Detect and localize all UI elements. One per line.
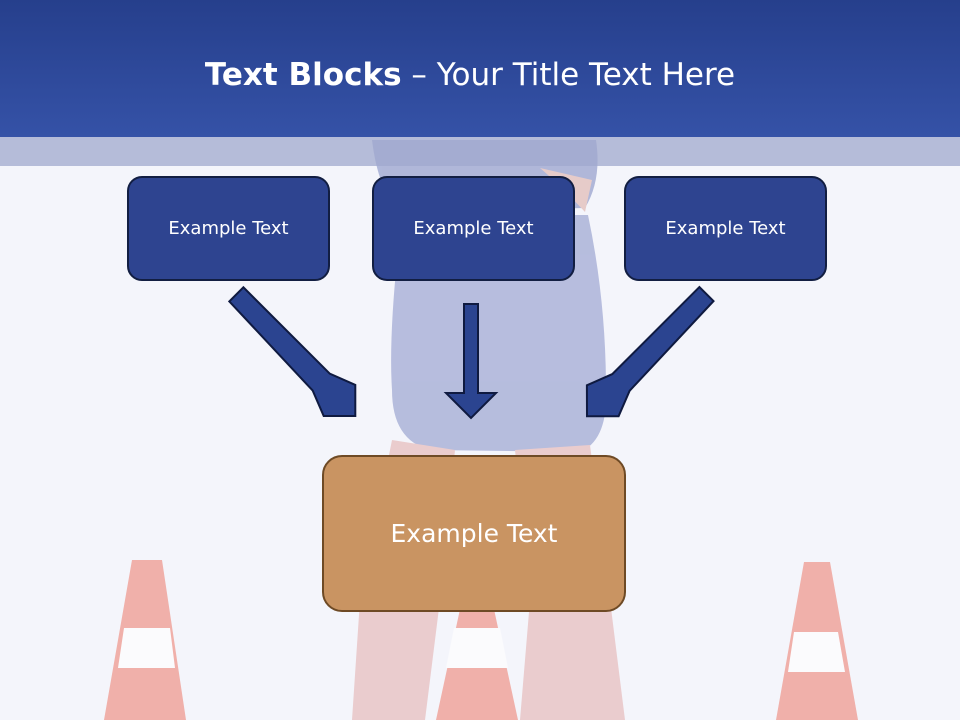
traffic-cone-center — [436, 600, 518, 720]
title-bold-part: Text Blocks — [204, 57, 402, 93]
result-block: Example Text — [322, 455, 626, 612]
text-block-left: Example Text — [127, 176, 330, 281]
text-block-center-label: Example Text — [413, 218, 534, 239]
title-dash: – — [401, 57, 437, 93]
title-bar — [0, 0, 960, 137]
text-block-right-label: Example Text — [665, 218, 786, 239]
arrow-right — [585, 285, 715, 418]
text-block-center: Example Text — [372, 176, 575, 281]
arrow-center — [443, 303, 499, 420]
title-rest-part: Your Title Text Here — [436, 57, 736, 93]
title-band — [0, 137, 960, 166]
traffic-cone-left — [104, 560, 186, 720]
arrow-left — [227, 285, 357, 417]
text-block-right: Example Text — [624, 176, 827, 281]
traffic-cone-right — [776, 562, 858, 720]
result-block-label: Example Text — [390, 519, 558, 548]
slide-title: Text Blocks – Your Title Text Here — [0, 53, 940, 97]
text-block-left-label: Example Text — [168, 218, 289, 239]
